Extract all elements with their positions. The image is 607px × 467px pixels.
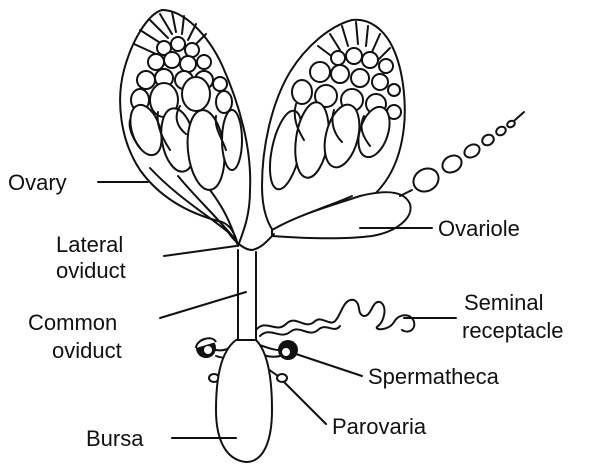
label-bursa: Bursa (86, 426, 144, 451)
label-parovaria: Parovaria (332, 414, 427, 439)
label-ovariole: Ovariole (438, 216, 520, 241)
left-ovary (120, 10, 250, 246)
bursa (216, 340, 272, 462)
label-lateral-oviduct-line1: Lateral (56, 232, 123, 257)
label-common-oviduct-line2: oviduct (52, 338, 122, 363)
label-spermatheca: Spermatheca (368, 364, 500, 389)
label-common-oviduct-line1: Common (28, 310, 117, 335)
label-ovary: Ovary (8, 170, 67, 195)
seminal-receptacle (256, 300, 414, 336)
label-seminal-receptacle-line2: receptacle (462, 318, 564, 343)
label-lateral-oviduct-line2: oviduct (56, 258, 126, 283)
label-seminal-receptacle-line1: Seminal (464, 290, 543, 315)
oviducts (228, 232, 274, 340)
